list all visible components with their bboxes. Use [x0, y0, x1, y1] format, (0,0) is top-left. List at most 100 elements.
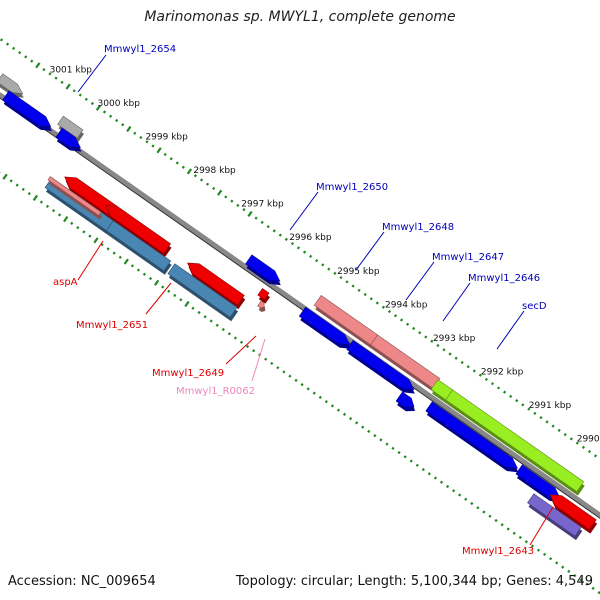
gene-feature[interactable]: [55, 127, 82, 152]
gene-feature-body[interactable]: [187, 262, 245, 306]
gene-feature-body[interactable]: [257, 300, 265, 309]
gene-feature[interactable]: [298, 306, 351, 349]
gene-label[interactable]: Mmwyl1_2649: [152, 368, 224, 379]
gene-features[interactable]: [0, 73, 598, 541]
kbp-label: 2990 kbp: [577, 435, 600, 445]
gene-feature-body[interactable]: [527, 493, 582, 537]
gene-feature-body[interactable]: [445, 389, 585, 493]
inner-tick: [21, 187, 25, 192]
outer-tick: [527, 407, 531, 411]
outer-tick: [333, 271, 337, 275]
outer-tick: [454, 356, 458, 360]
gene-feature[interactable]: [425, 401, 519, 473]
gene-feature[interactable]: [105, 205, 172, 258]
outer-tick: [230, 199, 234, 203]
gene-feature-body[interactable]: [106, 220, 172, 272]
gene-feature-body[interactable]: [105, 205, 171, 254]
inner-tick: [464, 497, 468, 501]
outer-tick: [90, 101, 94, 106]
gene-label[interactable]: Mmwyl1_2654: [104, 44, 176, 55]
outer-tick: [478, 373, 482, 377]
gene-feature[interactable]: [245, 254, 281, 286]
gene-feature[interactable]: [527, 493, 583, 541]
gene-feature-body[interactable]: [47, 176, 102, 216]
gene-feature[interactable]: [106, 220, 172, 275]
gene-feature[interactable]: [0, 73, 24, 98]
outer-tick: [199, 178, 204, 182]
outer-tick: [175, 161, 179, 165]
inner-tick: [282, 370, 286, 374]
inner-tick: [336, 408, 341, 412]
gene-label[interactable]: Mmwyl1_2647: [432, 252, 504, 263]
gene-feature-body[interactable]: [2, 90, 52, 128]
gene-feature-body[interactable]: [57, 115, 84, 139]
inner-tick: [542, 552, 547, 557]
gene-feature-body[interactable]: [257, 288, 270, 301]
gene-feature[interactable]: [167, 263, 239, 322]
gene-label[interactable]: Mmwyl1_2646: [468, 273, 540, 284]
outer-tick: [327, 267, 331, 271]
inner-tick: [330, 404, 334, 408]
inner-tick: [427, 472, 431, 476]
outer-tick: [260, 220, 264, 225]
gene-label[interactable]: secD: [522, 301, 547, 312]
gene-feature-side: [48, 180, 103, 220]
gene-feature-body[interactable]: [346, 339, 415, 391]
gene-feature-body[interactable]: [0, 73, 24, 95]
gene-feature[interactable]: [346, 339, 415, 394]
outer-tick: [35, 62, 41, 69]
inner-tick: [264, 357, 268, 361]
outer-tick: [156, 147, 162, 154]
gene-feature[interactable]: [257, 288, 271, 304]
gene-feature[interactable]: [445, 389, 585, 496]
outer-tick: [587, 449, 592, 454]
outer-tick: [460, 360, 464, 365]
gene-feature-body[interactable]: [298, 306, 351, 346]
inner-tick: [567, 569, 571, 574]
inner-tick: [342, 412, 347, 416]
callout-line: [355, 231, 385, 271]
kbp-label: 2991 kbp: [529, 401, 572, 411]
inner-tick: [549, 557, 553, 561]
gene-feature[interactable]: [57, 115, 84, 143]
gene-feature-body[interactable]: [245, 254, 281, 282]
outer-tick: [139, 135, 143, 140]
outer-tick: [399, 318, 404, 322]
gene-label[interactable]: Mmwyl1_2648: [382, 222, 454, 233]
gene-feature[interactable]: [549, 494, 598, 534]
outer-tick: [42, 67, 46, 72]
outer-tick: [145, 140, 149, 144]
gene-feature[interactable]: [395, 391, 415, 412]
gene-feature[interactable]: [47, 176, 103, 220]
outer-tick: [593, 454, 598, 458]
gene-feature-body[interactable]: [425, 401, 518, 469]
gene-feature[interactable]: [257, 300, 266, 312]
inner-tick: [555, 561, 559, 565]
inner-tick: [245, 344, 250, 349]
inner-tick: [209, 319, 213, 323]
callout-line: [496, 310, 525, 350]
gene-feature[interactable]: [187, 262, 246, 310]
inner-tick: [445, 484, 450, 489]
outer-tick: [278, 233, 282, 237]
outer-tick: [539, 416, 543, 420]
callout-line: [529, 506, 554, 546]
gene-feature-body[interactable]: [395, 391, 415, 408]
gene-feature[interactable]: [2, 90, 52, 131]
gene-label[interactable]: aspA: [53, 277, 78, 288]
inner-tick: [506, 527, 510, 531]
outer-tick: [247, 210, 253, 217]
inner-tick: [106, 247, 110, 251]
gene-label[interactable]: Mmwyl1_2650: [316, 182, 388, 193]
inner-tick: [270, 361, 274, 366]
gene-label[interactable]: Mmwyl1_2651: [76, 320, 148, 331]
callout-line: [77, 240, 104, 281]
gene-feature-body[interactable]: [55, 127, 81, 148]
gene-label[interactable]: Mmwyl1_R0062: [176, 386, 255, 397]
outer-tick: [236, 203, 240, 208]
gene-feature-body[interactable]: [549, 494, 597, 531]
gene-feature-body[interactable]: [167, 263, 238, 318]
accession-text: Accession: NC_009654: [8, 574, 156, 589]
gene-label[interactable]: Mmwyl1_2643: [462, 546, 534, 557]
